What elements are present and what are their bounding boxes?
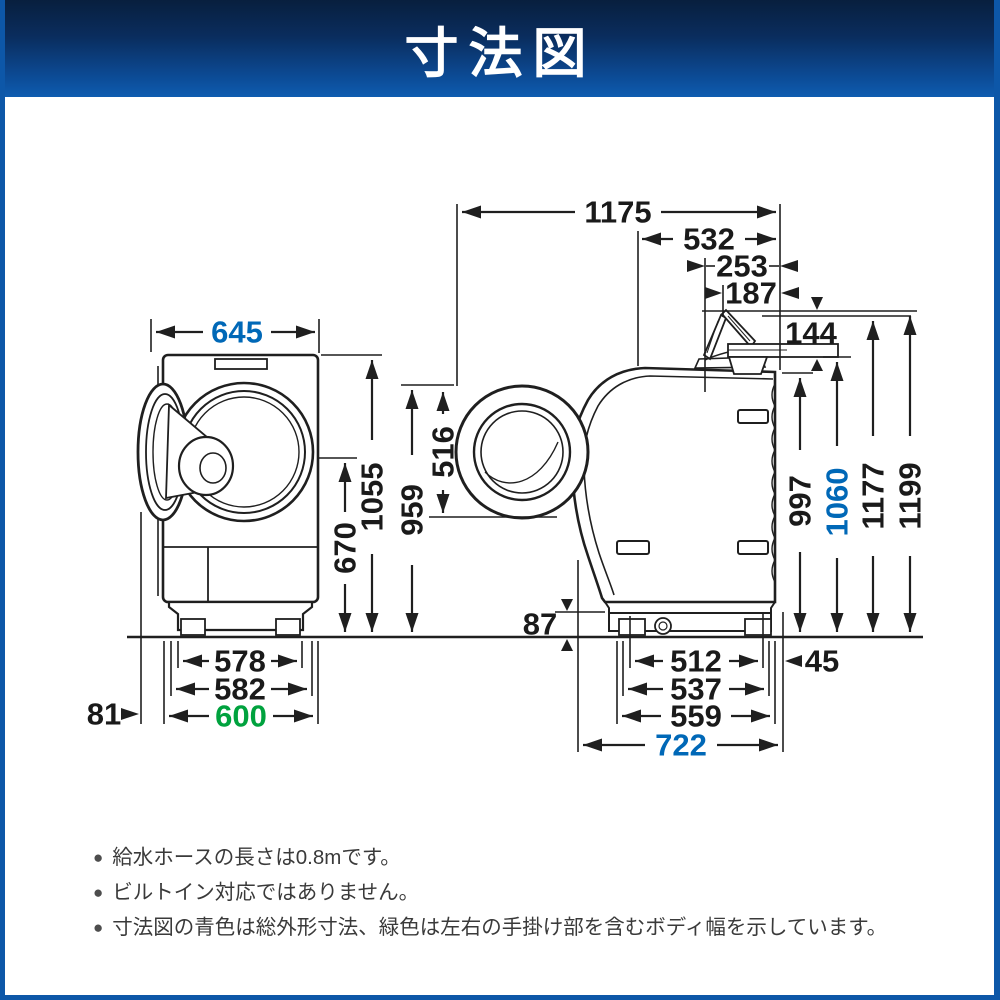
dim-lid-outer: 253 [687, 249, 798, 284]
dim-label-537: 537 [670, 672, 722, 707]
title-banner: 寸法図 [5, 0, 994, 97]
dim-side-base-depth: 512 [635, 644, 758, 679]
dim-side-back-height: 997 [783, 378, 818, 632]
note-color-legend: ● 寸法図の青色は総外形寸法、緑色は左右の手掛け部を含むボディ幅を示しています。 [93, 916, 973, 940]
dim-door-protrusion: 81 [87, 697, 139, 732]
dim-lid-depth: 532 [642, 222, 776, 257]
dim-label-144: 144 [785, 316, 837, 351]
dim-front-body-width: 600 [169, 699, 313, 734]
note-text: 給水ホースの長さは0.8mです。 [112, 846, 401, 869]
bullet-icon: ● [93, 918, 104, 937]
dim-label-253: 253 [716, 249, 768, 284]
bullet-icon: ● [93, 883, 104, 902]
control-panel-window [214, 358, 268, 370]
dim-side-hose-height: 1060 [820, 362, 855, 632]
side-foot-front [618, 618, 646, 636]
dim-side-overall-depth: 722 [583, 728, 778, 763]
note-hose-length: ● 給水ホースの長さは0.8mです。 [93, 846, 973, 870]
dim-label-1177: 1177 [856, 462, 891, 529]
dim-label-578: 578 [214, 644, 266, 679]
footnotes: ● 給水ホースの長さは0.8mです。 ● ビルトイン対応ではありません。 ● 寸… [93, 846, 973, 951]
dim-label-45: 45 [805, 644, 839, 679]
dim-label-187: 187 [725, 276, 777, 311]
side-handle-slot-top [737, 409, 769, 424]
dim-side-lid-height-outer: 1199 [893, 316, 928, 632]
door-handle-cap [177, 435, 235, 497]
dim-label-559: 559 [670, 699, 722, 734]
dim-label-1199: 1199 [893, 462, 928, 529]
side-view-drawing [570, 308, 839, 636]
dim-label-1060: 1060 [820, 468, 855, 537]
dim-label-600: 600 [215, 699, 267, 734]
door-detail-drawing [454, 384, 590, 520]
bullet-icon: ● [93, 848, 104, 867]
note-text: ビルトイン対応ではありません。 [112, 881, 420, 904]
dim-label-959: 959 [395, 484, 430, 536]
open-lid [702, 308, 757, 361]
dim-label-87: 87 [523, 607, 557, 642]
dim-door-center-height: 670 [328, 463, 363, 632]
dim-base-front-height: 87 [523, 599, 573, 651]
dim-label-516: 516 [426, 426, 461, 478]
front-foot-left [180, 618, 206, 636]
dim-lid-inner: 187 [705, 276, 799, 311]
side-foot-back [744, 618, 772, 636]
dim-back-clearance: 45 [785, 644, 839, 679]
washer-dimension-drawing: 1175 532 253 187 144 645 [87, 195, 928, 763]
dim-front-overall-width: 645 [156, 315, 315, 350]
dim-door-top-height: 959 [395, 390, 430, 632]
front-foot-right [275, 618, 301, 636]
dim-hose-gap: 144 [785, 297, 838, 371]
dim-label-512: 512 [670, 644, 722, 679]
front-view-drawing [136, 353, 320, 636]
note-text: 寸法図の青色は総外形寸法、緑色は左右の手掛け部を含むボディ幅を示しています。 [112, 916, 888, 939]
dim-label-582: 582 [214, 672, 266, 707]
dim-side-lid-height-inner: 1177 [856, 321, 891, 632]
dim-label-1055: 1055 [355, 463, 390, 532]
back-seal-scallop [771, 383, 776, 583]
extension-lines [140, 204, 917, 752]
dim-door-diameter: 516 [426, 392, 461, 513]
dim-depth-door-open: 1175 [462, 195, 776, 230]
dim-label-81: 81 [87, 697, 121, 732]
dim-label-670: 670 [328, 522, 363, 574]
side-handle-slot-right [737, 540, 769, 555]
dim-front-base-width: 578 [183, 644, 297, 679]
dim-label-1175: 1175 [584, 195, 651, 230]
dim-side-lower-depth: 537 [628, 672, 764, 707]
drain-cap [654, 617, 672, 635]
dim-label-532: 532 [683, 222, 735, 257]
page-title: 寸法図 [404, 24, 597, 84]
dim-label-645: 645 [211, 315, 263, 350]
open-door [136, 382, 235, 522]
dim-front-overall-height: 1055 [355, 360, 390, 632]
water-inlet-hardware [727, 343, 839, 375]
note-built-in: ● ビルトイン対応ではありません。 [93, 881, 973, 905]
dim-label-997: 997 [783, 475, 818, 527]
dim-label-722: 722 [655, 728, 707, 763]
dim-front-lower-width: 582 [176, 672, 307, 707]
dim-side-body-depth: 559 [622, 699, 770, 734]
side-handle-slot-left [616, 540, 650, 555]
